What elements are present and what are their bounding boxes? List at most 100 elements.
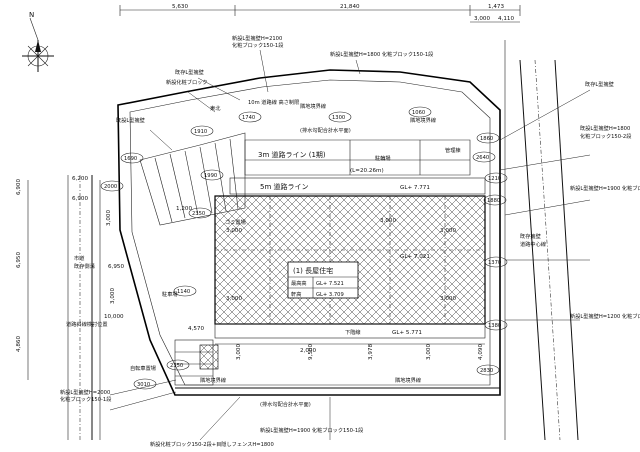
note-22: 管理棟 bbox=[445, 146, 461, 154]
inner-dim-9: 3,978 bbox=[368, 344, 374, 360]
corridor-bottom: 下階線 GL+ 5.771 bbox=[214, 323, 486, 339]
left-dim-5: 3,000 bbox=[106, 210, 112, 226]
corridor-top: 5m 道路ライン GL+ 7.771 bbox=[229, 177, 486, 195]
inner-dim-1: (L=20.26m) bbox=[350, 168, 384, 174]
svg-text:1740: 1740 bbox=[242, 115, 255, 121]
compass-rose: N bbox=[22, 11, 54, 72]
svg-text:1690: 1690 bbox=[124, 156, 137, 162]
level-marker: 1370 bbox=[484, 256, 508, 268]
top-road-line-label: 5m 道路ライン bbox=[260, 182, 309, 191]
svg-text:2350: 2350 bbox=[192, 211, 205, 217]
note-8: (排水勾配合計水平面) bbox=[300, 126, 351, 134]
parking-bottom bbox=[174, 339, 219, 386]
note-11: 道路斜線検討位置 bbox=[66, 320, 108, 328]
note-23: 駐輪場 bbox=[375, 154, 391, 162]
level-marker: 1880 bbox=[483, 194, 507, 206]
site-boundary bbox=[117, 69, 501, 396]
level-marker: 1140 bbox=[173, 285, 197, 297]
level-marker: 1860 bbox=[476, 132, 500, 144]
note-21: 既存L型擁壁 bbox=[585, 80, 614, 88]
note-25: 隣地境界線 bbox=[410, 116, 436, 124]
svg-text:1140: 1140 bbox=[177, 289, 190, 295]
note-26: 既存擁壁 bbox=[520, 232, 541, 240]
left-dim-2: 6,900 bbox=[72, 196, 88, 202]
svg-text:1210: 1210 bbox=[488, 176, 501, 182]
inner-dim-4: 3,000 bbox=[236, 344, 242, 360]
inner-dim-2: 1,200 bbox=[176, 206, 192, 212]
note-28: 既設L型擁壁H=1800 bbox=[580, 124, 630, 132]
svg-text:1380: 1380 bbox=[488, 323, 501, 329]
note-27: 道路中心線 bbox=[520, 240, 546, 248]
note-13: 自転車置場 bbox=[130, 364, 156, 372]
inner-dim-8: 9,500 bbox=[308, 344, 314, 360]
inner-dim-7: 3,000 bbox=[226, 228, 242, 234]
eave-height-key: 軒高 bbox=[291, 290, 301, 298]
level-marker: 1210 bbox=[484, 172, 508, 184]
leader-lines bbox=[109, 49, 591, 441]
note-2: 化粧ブロック150-1段 bbox=[232, 41, 283, 49]
main-building: GL+ 7.021 (1) 長屋住宅 最高高 GL+ 7.521 軒高 GL+ … bbox=[214, 195, 486, 325]
note-32: 市道 bbox=[74, 254, 84, 262]
note-12: 駐車場 bbox=[162, 290, 178, 298]
left-dim-9: 3,000 bbox=[110, 288, 116, 304]
inner-dim-11: 4,090 bbox=[478, 344, 484, 360]
svg-text:1880: 1880 bbox=[487, 198, 500, 204]
note-15: 化粧ブロック150-1段 bbox=[60, 395, 111, 403]
upper-strip: 3m 道路ライン (1期) (L=20.26m) bbox=[244, 139, 471, 176]
top-dim-5: 4,110 bbox=[498, 16, 514, 22]
level-marker: 2640 bbox=[472, 151, 496, 163]
level-marker: 1300 bbox=[328, 111, 352, 123]
note-17: (排水勾配合計水平面) bbox=[260, 400, 311, 408]
level-marker: 1990 bbox=[200, 169, 224, 181]
svg-text:1910: 1910 bbox=[194, 129, 207, 135]
max-height-value: GL+ 7.521 bbox=[316, 281, 344, 287]
note-6: 東北 bbox=[210, 104, 221, 112]
left-dim-1: 6,200 bbox=[72, 176, 88, 182]
note-7: 隣地境界線 bbox=[300, 102, 326, 110]
bottom-corridor-elevation: GL+ 5.771 bbox=[392, 330, 422, 336]
note-10: 既設L型擁壁 bbox=[116, 116, 145, 124]
level-markers: 1740 1910 1300 1060 1690 2000 2350 1140 … bbox=[100, 106, 508, 390]
svg-text:1990: 1990 bbox=[204, 173, 217, 179]
svg-text:2640: 2640 bbox=[476, 155, 489, 161]
note-16: 隣地境界線 bbox=[200, 376, 226, 384]
left-dim-7: 4,860 bbox=[16, 336, 22, 352]
svg-text:2830: 2830 bbox=[480, 368, 493, 374]
eave-height-value: GL+ 3.709 bbox=[316, 292, 344, 298]
note-19: 新設L型擁壁H=1900 化粧ブロック150-1段 bbox=[260, 426, 363, 434]
left-dim-6: 6,950 bbox=[108, 264, 124, 270]
lower-dimensions: 4,570 3,000 9,500 3,978 3,000 4,090 3,00… bbox=[176, 206, 485, 360]
note-9: 新設化粧ブロック bbox=[166, 78, 208, 86]
left-dim-8: 10,000 bbox=[104, 314, 124, 320]
level-marker: 2830 bbox=[476, 364, 500, 376]
top-dim-1: 5,630 bbox=[172, 4, 188, 10]
left-dimensions: 6,900 6,950 4,860 6,200 6,900 6,950 10,0… bbox=[16, 176, 124, 380]
bottom-strip bbox=[175, 387, 500, 396]
level-marker: 2000 bbox=[100, 180, 124, 192]
inner-dim-13: 3,000 bbox=[226, 296, 242, 302]
bottom-corridor-label: 下階線 bbox=[345, 328, 361, 336]
top-road-elevation: GL+ 7.771 bbox=[400, 185, 430, 191]
svg-text:3010: 3010 bbox=[137, 382, 150, 388]
max-height-key: 最高高 bbox=[291, 279, 307, 287]
building-label: (1) 長屋住宅 bbox=[293, 266, 333, 275]
note-1: 新設L型擁壁H=2100 bbox=[232, 34, 282, 42]
road-right bbox=[504, 40, 579, 441]
note-20: 隣地境界線 bbox=[395, 376, 421, 384]
top-dimension-line: 5,630 21,840 1,473 3,000 4,110 bbox=[119, 4, 521, 23]
note-29: 化粧ブロック150-2段 bbox=[580, 132, 631, 140]
top-dim-4: 3,000 bbox=[474, 16, 490, 22]
top-dim-3: 1,473 bbox=[488, 4, 504, 10]
upper-road-line-label: 3m 道路ライン (1期) bbox=[258, 150, 326, 159]
inner-dim-12: 2,000 bbox=[300, 348, 316, 354]
note-33: 既存側溝 bbox=[74, 262, 95, 270]
note-31: 新設L型擁壁H=1900 化粧ブロック150-1段 bbox=[570, 184, 640, 192]
note-18: 新設化粧ブロック150-2段+目隠しフェンスH=1800 bbox=[150, 440, 274, 448]
level-marker: 1690 bbox=[120, 152, 144, 164]
note-24: ゴミ置場 bbox=[225, 218, 246, 226]
level-marker: 2350 bbox=[188, 207, 212, 219]
north-label: N bbox=[29, 11, 34, 19]
road-left bbox=[67, 175, 101, 440]
inner-dim-5: 3,000 bbox=[440, 228, 456, 234]
